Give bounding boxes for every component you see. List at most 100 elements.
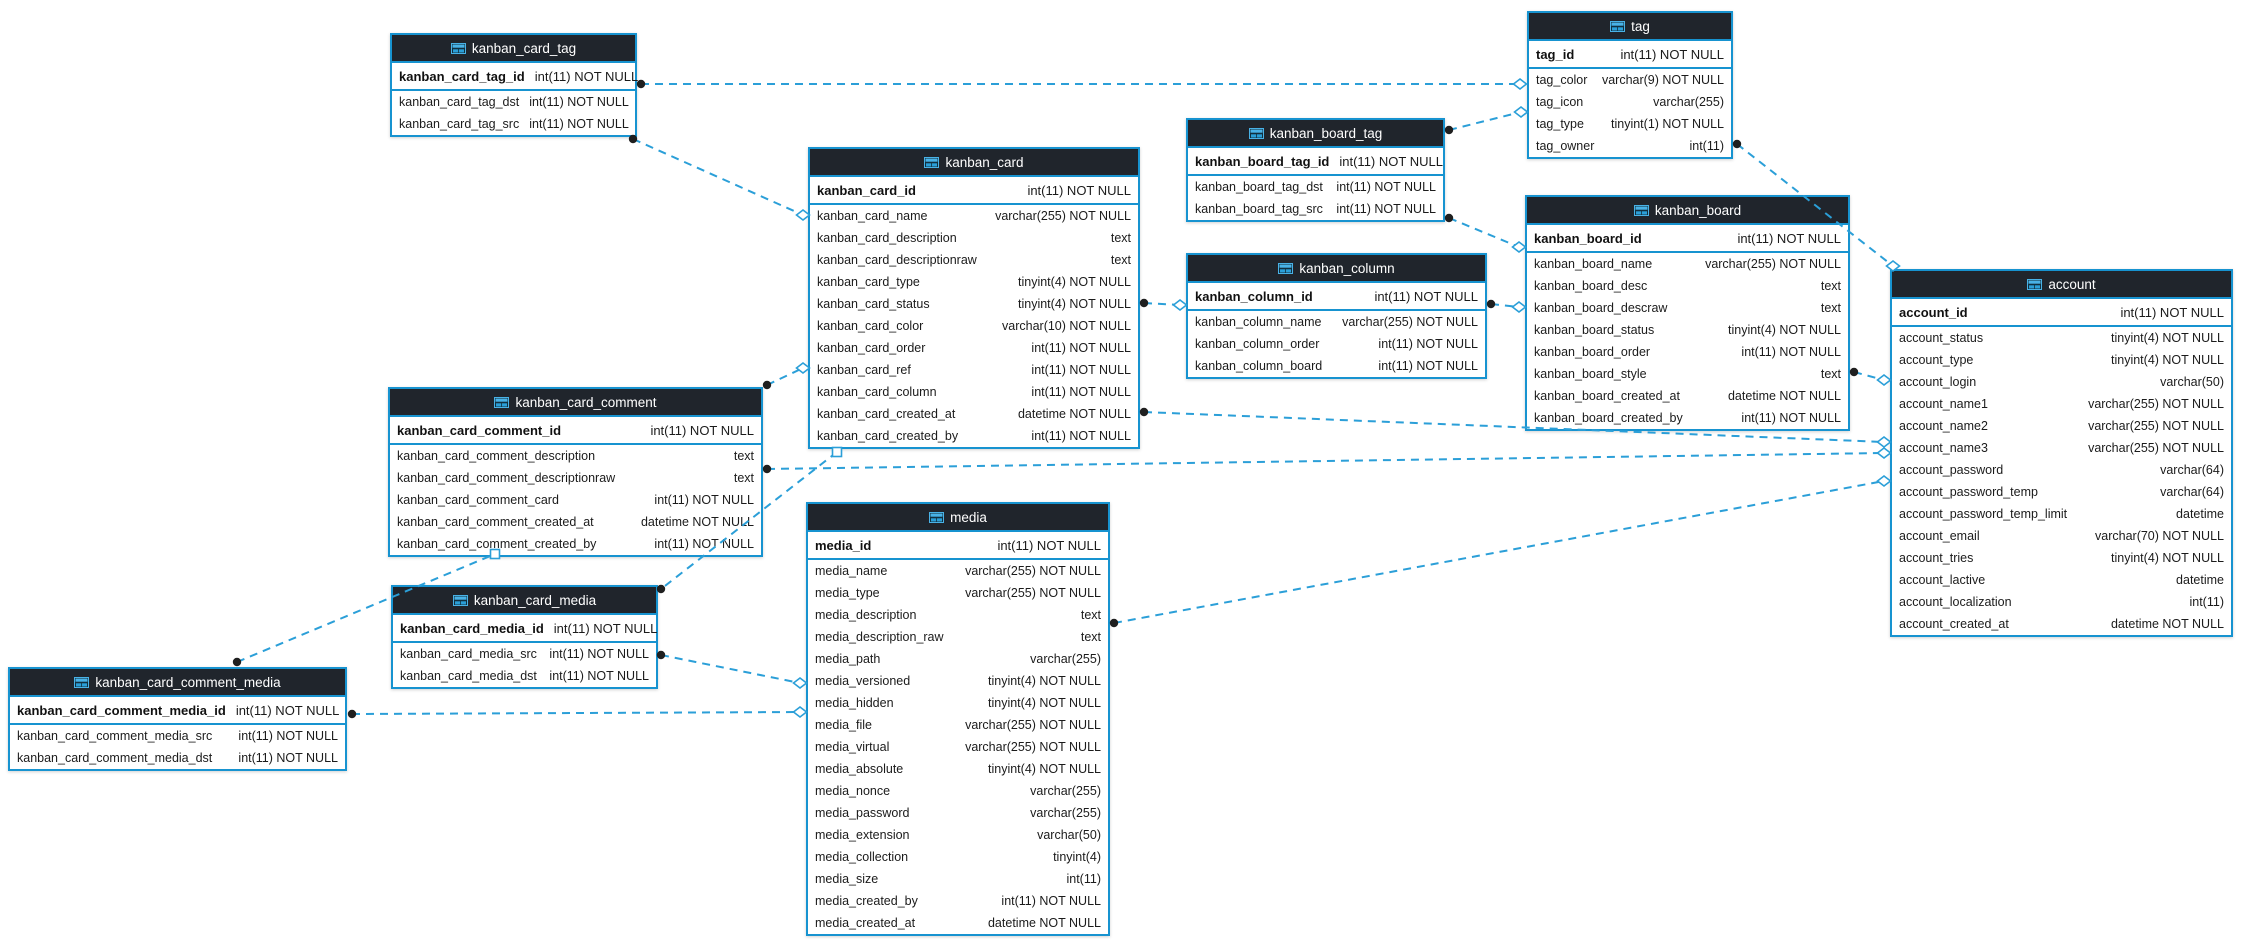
relationship-line-kanban_board_tag-to-kanban_board[interactable]	[1448, 217, 1520, 248]
table-header[interactable]: kanban_card_comment_media	[10, 669, 345, 697]
table-header[interactable]: kanban_card_media	[393, 587, 656, 615]
relationship-line-kanban_column-to-kanban_board[interactable]	[1490, 303, 1520, 308]
table-header[interactable]: kanban_board_tag	[1188, 120, 1443, 148]
relationship-line-kanban_card-to-account[interactable]	[1143, 411, 1885, 443]
table-header[interactable]: kanban_card	[810, 149, 1138, 177]
relationship-line-kanban_board_tag-to-tag[interactable]	[1448, 111, 1522, 131]
relationship-line-tag-to-account[interactable]	[1736, 143, 1894, 267]
relationship-line-media-to-account[interactable]	[1113, 480, 1885, 624]
table-header[interactable]: media	[808, 504, 1108, 532]
relationship-line-kanban_card_tag-to-kanban_card[interactable]	[632, 138, 804, 216]
relationship-line-kanban_board-to-account[interactable]	[1853, 371, 1885, 381]
relationship-line-kanban_card_comment_media-to-kanban_card_comment[interactable]	[236, 553, 496, 663]
table-header[interactable]: account	[1892, 271, 2231, 299]
relationship-line-kanban_card-to-kanban_card_media[interactable]	[660, 451, 838, 590]
relationship-line-kanban_card_comment-to-account[interactable]	[766, 452, 1885, 470]
relationship-line-kanban_card_media-to-media[interactable]	[660, 654, 801, 684]
table-header[interactable]: kanban_card_comment	[390, 389, 761, 417]
table-header[interactable]: kanban_board	[1527, 197, 1848, 225]
table-header[interactable]: kanban_card_tag	[392, 35, 635, 63]
relationship-line-kanban_card_comment_media-to-media[interactable]	[351, 711, 801, 715]
table-header[interactable]: kanban_column	[1188, 255, 1485, 283]
